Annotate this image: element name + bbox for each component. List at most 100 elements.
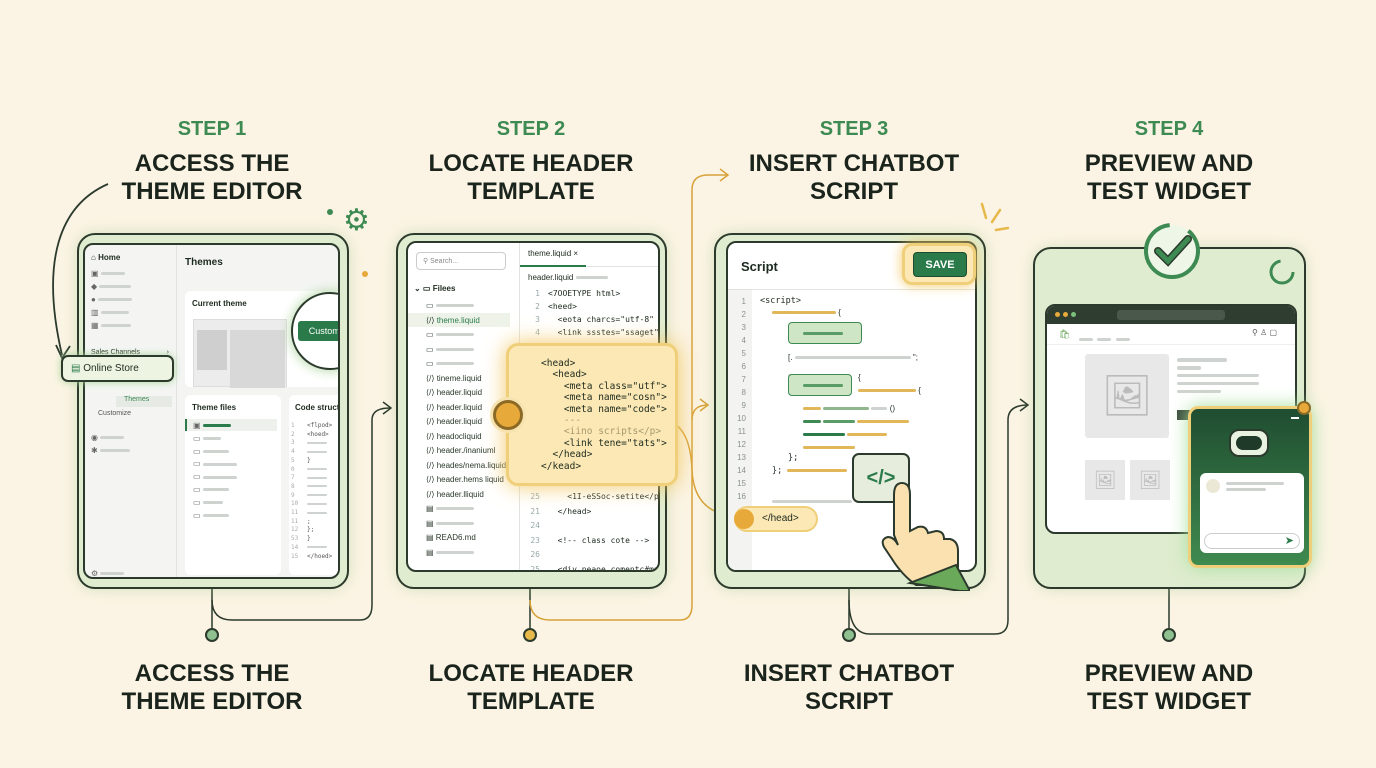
save-button[interactable]: SAVE <box>913 252 967 277</box>
search-icon[interactable]: ⚲ <box>1252 328 1258 337</box>
liquid-file-icon: ⟨/⟩ <box>426 460 437 470</box>
file-item[interactable]: ⟨/⟩ header.liquid <box>426 386 506 401</box>
line-number: 26 <box>530 550 540 559</box>
file-item[interactable]: ⟨/⟩ header.hems liquid <box>426 473 506 488</box>
code-line: 4 <box>291 448 332 457</box>
code-line: 0 <box>291 466 332 475</box>
file-name: header.liquid <box>436 402 483 412</box>
file-item[interactable]: ▭ <box>426 328 506 343</box>
line-number: 9 <box>741 401 746 410</box>
step-2-panel: ⚲ Search... ⌄ ▭ Filees ▭ ⟨/⟩ theme.liqui… <box>396 233 678 589</box>
sidebar-item-customize[interactable]: Customize <box>98 410 132 417</box>
liquid-file-icon: ⟨/⟩ <box>426 489 437 499</box>
line-number: 15 <box>291 552 299 560</box>
line-number: 21 <box>530 506 540 516</box>
highlighted-code-line: <meta name="code"> <box>541 403 667 415</box>
line-number: 8 <box>741 388 746 397</box>
account-icon[interactable]: ♙ <box>1260 328 1268 337</box>
current-theme-card: Current theme <box>185 291 338 388</box>
line-number: 25 <box>530 564 540 572</box>
online-store-highlight[interactable]: ▤ Online Store <box>61 355 174 382</box>
file-item[interactable]: ⟨/⟩ header.lliquid <box>426 488 506 503</box>
code-line: 12}; <box>291 526 332 535</box>
notification-badge <box>1297 401 1311 415</box>
line-number: 5 <box>291 456 295 464</box>
file-name: header.liquid <box>436 388 483 397</box>
head-close-tag-callout: </head> <box>734 506 818 532</box>
line-number: 0 <box>291 465 295 473</box>
file-item[interactable]: ▭ <box>426 343 506 358</box>
liquid-file-icon: ⟨/⟩ <box>426 446 437 455</box>
step-3-label: STEP 3 <box>819 118 889 140</box>
code-text: } <box>307 535 311 543</box>
settings-icon[interactable]: ⚙ <box>91 569 125 577</box>
code-line: 3 <box>291 439 332 448</box>
file-item[interactable]: ▤ READ6.md <box>426 531 506 546</box>
code-line: 11; <box>291 518 332 527</box>
highlighted-code-line: </head> <box>541 449 593 461</box>
close-icon[interactable]: × <box>573 249 579 258</box>
files-folder[interactable]: ⌄ ▭ Filees <box>414 284 456 293</box>
decor-dot <box>327 209 333 215</box>
search-input[interactable]: ⚲ Search... <box>416 252 506 270</box>
code-line: 1<flpod> <box>291 422 332 431</box>
file-item[interactable]: ⟨/⟩ headocliquid <box>426 430 506 445</box>
highlighted-code-line: <head> <box>541 358 576 369</box>
file-item[interactable]: ▤ <box>426 546 506 561</box>
file-item[interactable]: ⟨/⟩ tineme.liquid <box>426 372 506 387</box>
gear-icon: ⚙ <box>343 204 370 237</box>
store-icon: ▤ <box>71 363 81 374</box>
minimize-icon[interactable] <box>1291 417 1299 419</box>
code-line: 53} <box>291 535 332 544</box>
code-line: 11 <box>291 509 332 518</box>
line-number: 3 <box>535 315 540 324</box>
folder-list[interactable]: ▣ ▭ ▭ ▭ ▭ ▭ ▭ ▭ <box>193 420 237 522</box>
highlighted-code-line: <iino scripts</p> <box>541 426 662 438</box>
file-list: ▭ ⟨/⟩ theme.liquid▭ ▭ ▭ ⟨/⟩ tineme.liqui… <box>426 299 506 560</box>
folder-icon: ▭ <box>426 344 436 354</box>
send-icon[interactable]: ➤ <box>1284 535 1294 547</box>
cart-icon[interactable]: ▢ <box>1269 328 1278 337</box>
file-item[interactable]: ⟨/⟩ header.liquid <box>426 415 506 430</box>
file-item[interactable]: ⟨/⟩ heades/nema.liquid <box>426 459 506 474</box>
file-item[interactable]: ⟨/⟩ header./inaniuml <box>426 444 506 459</box>
file-name: header.lliquid <box>436 489 484 499</box>
file-item[interactable]: ⟨/⟩ theme.liquid <box>426 314 506 329</box>
line-number: 9 <box>291 491 295 499</box>
line-number: 15 <box>737 479 746 488</box>
chatbot-widget[interactable]: ➤ <box>1188 401 1312 568</box>
sidebar-item-themes[interactable]: Themes <box>116 396 172 407</box>
code-structure-card: Code structur 1<flpod>2<hoed>345}0789101… <box>289 395 338 575</box>
speech-bubble <box>788 374 852 396</box>
file-tree: ⚲ Search... ⌄ ▭ Filees ▭ ⟨/⟩ theme.liqui… <box>408 243 520 570</box>
file-item[interactable]: ▭ <box>426 299 506 314</box>
line-number: 12 <box>737 440 746 449</box>
line-number: 16 <box>737 492 746 501</box>
line-number: 53 <box>291 535 299 543</box>
sidebar-sales-channels[interactable]: Sales Channels› <box>91 349 169 356</box>
file-item[interactable]: ⟨/⟩ header.liquid <box>426 401 506 416</box>
sidebar-item-home[interactable]: ⌂ Home <box>91 253 121 262</box>
liquid-file-icon: ⟨/⟩ <box>426 388 437 397</box>
line-number: 13 <box>737 453 746 462</box>
chat-input[interactable]: ➤ <box>1204 533 1300 549</box>
tab-theme-liquid[interactable]: theme.liquid × <box>520 243 586 267</box>
line-number: 8 <box>291 482 295 490</box>
code-text: <heed> <box>548 302 577 311</box>
file-item[interactable]: ▤ <box>426 517 506 532</box>
code-line: 25 <diy neaoe comentc#mut="eb <box>520 563 658 572</box>
chat-window: ➤ <box>1200 473 1304 553</box>
liquid-file-icon: ⟨/⟩ <box>426 373 437 383</box>
step-2-label: STEP 2 <box>496 118 566 140</box>
file-item[interactable]: ▤ <box>426 502 506 517</box>
address-bar[interactable] <box>1117 310 1225 320</box>
code-text: <7OOETYPE html> <box>548 289 621 298</box>
file-name: tineme.liquid <box>436 373 482 383</box>
file-item[interactable]: ▭ <box>426 357 506 372</box>
admin-sidebar: ⌂ Home ▣ ◆ ● ▥ ▦ Sales Channels› Themes … <box>85 245 177 577</box>
customize-button[interactable]: Customize <box>298 321 338 341</box>
